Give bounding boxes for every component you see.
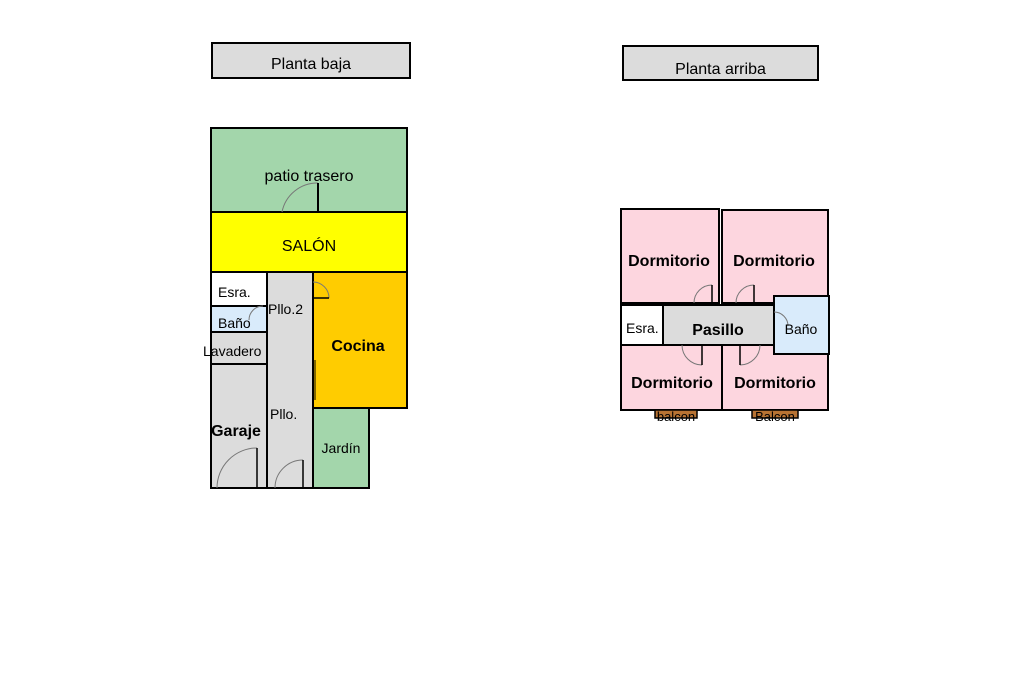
room-cocina [312,271,408,409]
label-cocina: Cocina [331,338,384,355]
balcon-right [751,409,799,419]
ground-floor-labels: patio trasero SALÓN Esra. Baño Lavadero … [203,168,385,456]
label-salon: SALÓN [282,236,336,255]
room-esra-upper [620,304,664,346]
ground-floor-plan [210,127,408,489]
label-pasillo: Pasillo [692,322,744,339]
label-garaje: Garaje [211,423,261,440]
ground-floor-title: Planta baja [211,42,411,79]
upper-floor-labels: Dormitorio Dormitorio Esra. Pasillo Baño… [626,253,818,424]
balcon-left [654,409,698,419]
room-dormitorio-bl [620,344,723,411]
room-pllo [266,271,314,489]
upper-floor-plan [620,208,830,419]
label-balcon-left: balcon [657,409,695,424]
label-dormitorio-tl: Dormitorio [628,253,710,270]
label-dormitorio-bl: Dormitorio [631,375,713,392]
room-dormitorio-tr [721,209,829,304]
room-jardin [312,407,370,489]
label-jardin: Jardín [322,440,361,456]
room-bano [210,305,268,333]
upper-floor-doors [681,284,789,366]
label-lavadero: Lavadero [203,343,262,359]
label-bano-upper: Baño [785,321,818,337]
label-dormitorio-tr: Dormitorio [733,253,815,270]
label-pllo: Pllo. [270,406,297,422]
upper-floor-title: Planta arriba [622,45,819,81]
ground-floor-doors [216,182,330,489]
room-bano-upper [773,295,830,355]
label-bano: Baño [218,315,251,331]
label-balcon-right: Balcon [755,409,795,424]
label-esra-upper: Esra. [626,320,659,336]
room-pasillo [662,304,775,346]
label-esra: Esra. [218,284,251,300]
label-patio-trasero: patio trasero [265,168,354,185]
room-salon [210,211,408,273]
room-patio-trasero [210,127,408,213]
label-pllo2: Pllo.2 [268,301,303,317]
label-dormitorio-br: Dormitorio [734,375,816,392]
